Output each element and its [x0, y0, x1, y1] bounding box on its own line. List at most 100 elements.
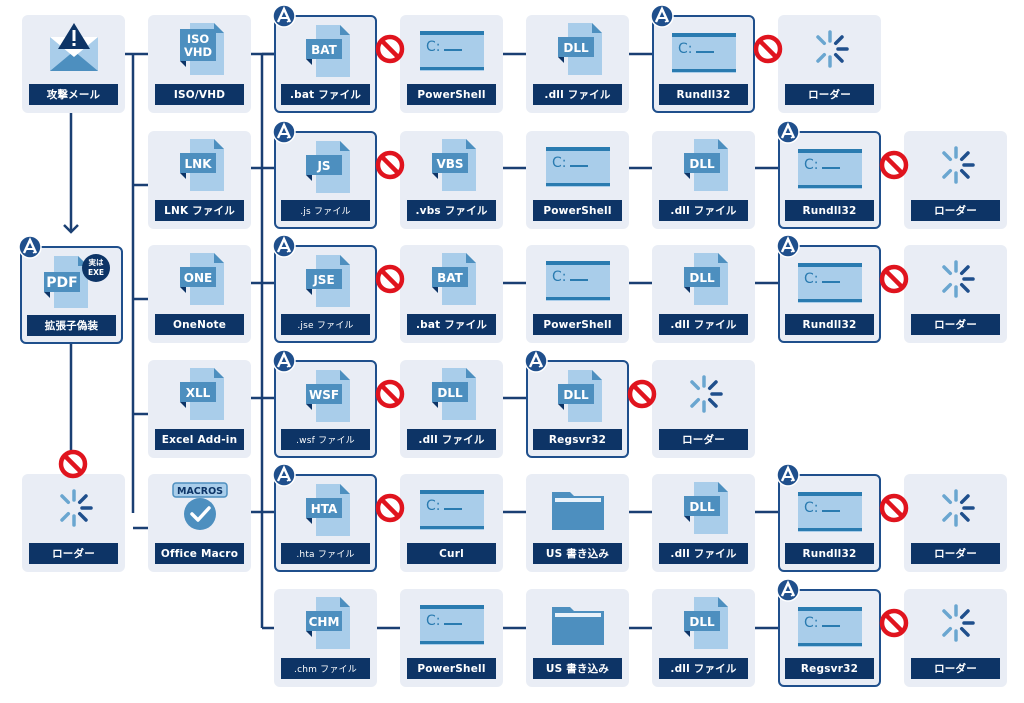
detection-badge-icon — [776, 463, 800, 487]
spinner-icon — [652, 366, 755, 422]
xll-file-icon: XLL — [148, 366, 251, 422]
node-lnk-chain-step-5[interactable]: C: Rundll32 — [776, 120, 881, 229]
node-label: .jse ファイル — [281, 314, 370, 335]
spinner-icon — [904, 595, 1007, 651]
one-icon-text: ONE — [183, 271, 211, 285]
node-onenote[interactable]: ONE OneNote — [148, 245, 251, 343]
node-iso-chain-step-4[interactable]: C: Rundll32 — [650, 4, 755, 113]
node-macro-chain-step-1[interactable]: HTA .hta ファイル — [272, 463, 377, 572]
node-chm-chain-step-1[interactable]: CHM .chm ファイル — [274, 589, 377, 687]
node-iso-chain-step-5[interactable]: ローダー — [778, 15, 881, 113]
folder-icon — [526, 595, 629, 651]
node-xll-chain-step-3[interactable]: DLL Regsvr32 — [524, 349, 629, 458]
file-icon-text: VBS — [436, 157, 463, 171]
blocked-icon — [879, 264, 909, 294]
node-macro-chain-step-6[interactable]: ローダー — [904, 474, 1007, 572]
node-lnk-file[interactable]: LNK LNK ファイル — [148, 131, 251, 229]
blocked-icon — [375, 379, 405, 409]
node-iso-vhd[interactable]: ISO VHD ISO/VHD — [148, 15, 251, 113]
terminal-icon: C: — [400, 21, 503, 77]
node-xll-chain-step-2[interactable]: DLL .dll ファイル — [400, 360, 503, 458]
blocked-icon — [879, 608, 909, 638]
node-office-macro[interactable]: MACROS Office Macro — [148, 474, 251, 572]
node-label: ローダー — [911, 314, 1000, 335]
node-chm-chain-step-6[interactable]: ローダー — [904, 589, 1007, 687]
node-excel-addin[interactable]: XLL Excel Add-in — [148, 360, 251, 458]
iso-icon-text-2: VHD — [183, 45, 211, 59]
file-icon: BAT — [276, 23, 375, 79]
terminal-icon: C: — [780, 139, 879, 195]
node-label: .dll ファイル — [659, 543, 748, 564]
node-iso-chain-step-2[interactable]: C: PowerShell — [400, 15, 503, 113]
file-icon: DLL — [528, 368, 627, 424]
spinner-icon — [778, 21, 881, 77]
lnk-file-icon: LNK — [148, 137, 251, 193]
detection-badge-icon — [272, 463, 296, 487]
svg-text:C:: C: — [804, 500, 819, 516]
svg-text:C:: C: — [552, 269, 567, 285]
node-label: OneNote — [155, 314, 244, 335]
node-lnk-chain-step-4[interactable]: DLL .dll ファイル — [652, 131, 755, 229]
node-one-chain-step-5[interactable]: C: Rundll32 — [776, 234, 881, 343]
node-lnk-chain-step-2[interactable]: VBS .vbs ファイル — [400, 131, 503, 229]
file-icon: DLL — [652, 595, 755, 651]
node-macro-chain-step-2[interactable]: C: Curl — [400, 474, 503, 572]
blocked-icon — [375, 34, 405, 64]
detection-badge-icon — [524, 349, 548, 373]
node-macro-chain-step-4[interactable]: DLL .dll ファイル — [652, 474, 755, 572]
macros-check-icon: MACROS — [148, 480, 251, 536]
node-label: Regsvr32 — [533, 429, 622, 450]
node-label: 拡張子偽装 — [27, 315, 116, 336]
node-one-chain-step-1[interactable]: JSE .jse ファイル — [272, 234, 377, 343]
node-lnk-chain-step-3[interactable]: C: PowerShell — [526, 131, 629, 229]
iso-icon-text-1: ISO — [186, 32, 209, 46]
node-one-chain-step-3[interactable]: C: PowerShell — [526, 245, 629, 343]
node-iso-chain-step-3[interactable]: DLL .dll ファイル — [526, 15, 629, 113]
svg-text:C:: C: — [804, 615, 819, 631]
detection-badge-icon — [776, 578, 800, 602]
node-iso-chain-step-1[interactable]: BAT .bat ファイル — [272, 4, 377, 113]
node-one-chain-step-6[interactable]: ローダー — [904, 245, 1007, 343]
detection-badge-icon — [650, 4, 674, 28]
file-icon: DLL — [526, 21, 629, 77]
node-label: Excel Add-in — [155, 429, 244, 450]
node-chm-chain-step-3[interactable]: US 書き込み — [526, 589, 629, 687]
node-label: ローダー — [911, 658, 1000, 679]
node-label: .js ファイル — [281, 200, 370, 221]
node-label: Rundll32 — [785, 543, 874, 564]
node-loader[interactable]: ローダー — [22, 474, 125, 572]
node-lnk-chain-step-6[interactable]: ローダー — [904, 131, 1007, 229]
node-label: PowerShell — [533, 200, 622, 221]
detection-badge-icon — [272, 4, 296, 28]
node-one-chain-step-4[interactable]: DLL .dll ファイル — [652, 245, 755, 343]
blocked-icon — [627, 379, 657, 409]
iso-file-icon: ISO VHD — [148, 21, 251, 77]
file-icon-text: BAT — [311, 43, 338, 57]
node-xll-chain-step-1[interactable]: WSF .wsf ファイル — [272, 349, 377, 458]
detection-badge-icon — [272, 234, 296, 258]
node-attack-email[interactable]: 攻撃メール — [22, 15, 125, 113]
node-extension-disguise[interactable]: PDF 実は EXE 拡張子偽装 — [18, 235, 123, 344]
node-label: Office Macro — [155, 543, 244, 564]
arrow-down-icon — [63, 224, 79, 234]
node-xll-chain-step-4[interactable]: ローダー — [652, 360, 755, 458]
node-label: .bat ファイル — [281, 84, 370, 105]
pdf-icon-text: PDF — [46, 275, 77, 291]
node-chm-chain-step-5[interactable]: C: Regsvr32 — [776, 578, 881, 687]
node-lnk-chain-step-1[interactable]: JS .js ファイル — [272, 120, 377, 229]
file-icon: DLL — [652, 480, 755, 536]
node-macro-chain-step-3[interactable]: US 書き込み — [526, 474, 629, 572]
node-macro-chain-step-5[interactable]: C: Rundll32 — [776, 463, 881, 572]
blocked-icon — [58, 449, 88, 479]
terminal-icon: C: — [780, 597, 879, 653]
node-one-chain-step-2[interactable]: BAT .bat ファイル — [400, 245, 503, 343]
node-chm-chain-step-4[interactable]: DLL .dll ファイル — [652, 589, 755, 687]
file-icon: WSF — [276, 368, 375, 424]
spinner-icon — [904, 137, 1007, 193]
node-label: .dll ファイル — [407, 429, 496, 450]
blocked-icon — [375, 493, 405, 523]
terminal-icon: C: — [780, 253, 879, 309]
detection-badge-icon — [272, 120, 296, 144]
node-chm-chain-step-2[interactable]: C: PowerShell — [400, 589, 503, 687]
terminal-icon: C: — [654, 23, 753, 79]
